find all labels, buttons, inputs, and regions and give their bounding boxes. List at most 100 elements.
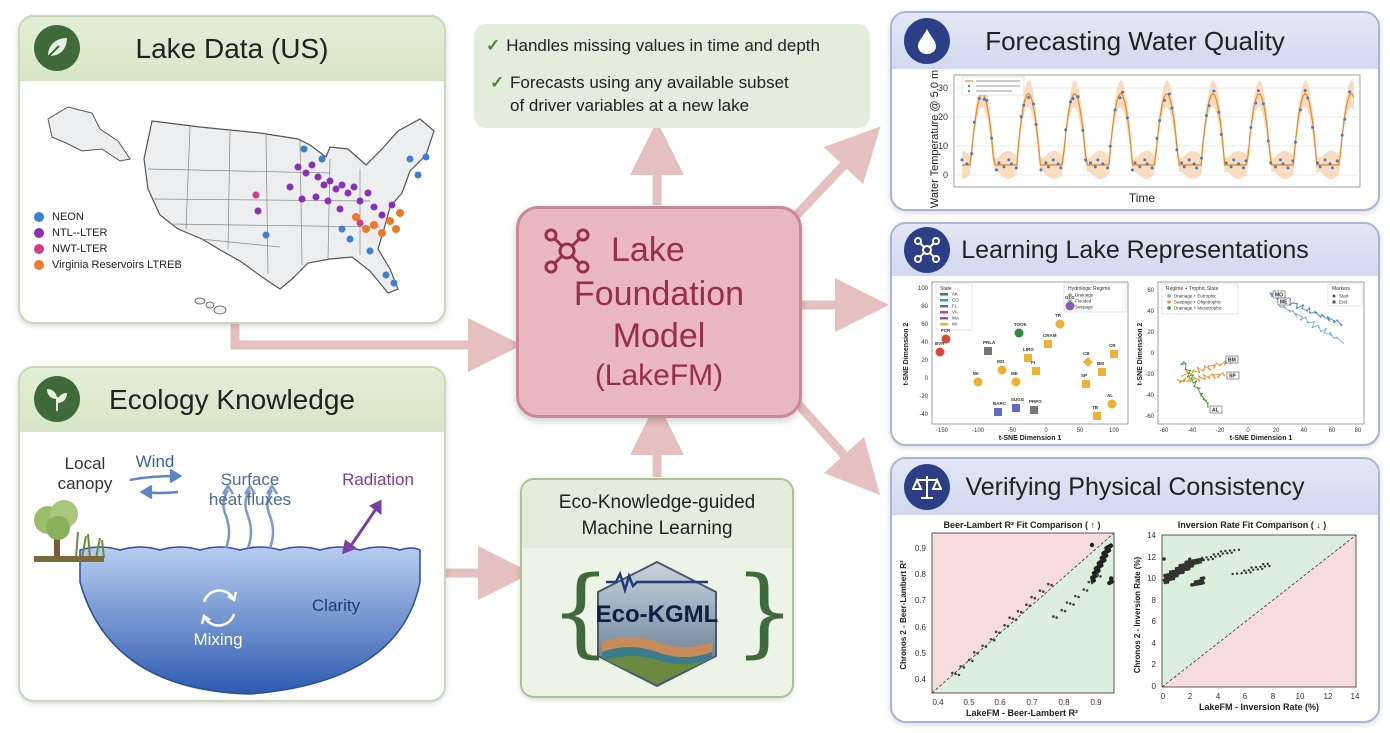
forecast-point	[1286, 166, 1290, 170]
bl-point	[1063, 609, 1067, 613]
tsne-trajectory-point	[1335, 336, 1338, 339]
tsne-right-legend-title: Regime + Trophic State	[1166, 286, 1219, 292]
tsne-trajectory-point	[1208, 377, 1211, 380]
tsne-trajectory-point	[1219, 363, 1222, 366]
inv-point	[1193, 580, 1198, 584]
tsne-trajectory-point	[1183, 361, 1185, 363]
forecast-point	[1121, 90, 1124, 94]
forecast-point	[1145, 162, 1149, 166]
representations-title: Learning Lake Representations	[961, 235, 1309, 264]
inv-point	[1209, 555, 1213, 559]
bl-xtick: 0.9	[1090, 698, 1102, 707]
forecast-point	[1118, 96, 1122, 100]
tsne-trajectory-point	[1192, 376, 1195, 379]
forecast-point	[1084, 158, 1087, 162]
tsne-trajectory-point	[1177, 379, 1179, 381]
forecast-point	[1180, 161, 1184, 165]
inv-point	[1228, 549, 1232, 552]
forecast-point	[1323, 158, 1327, 162]
forecast-point	[1229, 165, 1233, 169]
tsne-trajectory-point	[1315, 311, 1318, 314]
representations-panel: Learning Lake Representations 100 80 60 …	[890, 222, 1380, 446]
tsne-left-point-label: LIRO	[1023, 347, 1034, 352]
inv-point	[1262, 563, 1265, 566]
forecast-xlabel: Time	[1129, 191, 1156, 205]
lakefm-line1: Lake	[611, 231, 685, 269]
forecast-point	[1034, 123, 1038, 126]
tsne-trajectory-point	[1333, 320, 1335, 322]
tsne-left-point-label: PRLA	[983, 340, 996, 345]
inv-point	[1259, 565, 1262, 568]
forecast-point	[1143, 158, 1147, 162]
bl-scatter	[931, 532, 1115, 694]
tsne-trajectory-point	[1333, 321, 1335, 324]
us-map	[47, 106, 435, 315]
tsne-trajectory-point	[1320, 313, 1323, 316]
tsne-trajectory-point	[1200, 394, 1202, 397]
tsne-left-regime-legend	[1063, 283, 1127, 313]
forecast-point	[1069, 100, 1073, 104]
tsne-trajectory-point	[1205, 399, 1207, 402]
tsne-trajectory-point	[1336, 319, 1339, 322]
bl-point	[981, 644, 984, 648]
tsne-left-point-label: FI	[1031, 360, 1035, 365]
tsne-trajectory-point	[1192, 381, 1195, 384]
inv-ytick: 0	[1152, 682, 1157, 691]
forecast-header: Forecasting Water Quality	[892, 13, 1378, 69]
check-icon: ✓	[490, 73, 505, 92]
bl-point	[1107, 580, 1112, 586]
tsne-trajectory-point	[1223, 374, 1226, 377]
forecast-point	[1019, 115, 1023, 119]
inv-point	[1256, 568, 1259, 571]
tsne-trajectory-point	[1302, 304, 1305, 307]
bl-point	[1096, 561, 1101, 566]
inv-xtick: 4	[1216, 692, 1221, 701]
tsne-left-point-label: GLG	[1065, 295, 1075, 300]
forecast-mean-line	[962, 92, 1355, 166]
tsne-left-xtick: 50	[1077, 428, 1084, 434]
tsne-right-legend-item: Drainage + Mesotrophic	[1174, 306, 1223, 311]
bl-point	[1028, 604, 1031, 607]
tsne-trajectory-point	[1190, 373, 1192, 376]
bl-ytick: 0.7	[915, 596, 927, 605]
tsne-left-point	[1030, 406, 1038, 414]
tsne-trajectory-point	[1185, 368, 1188, 371]
heat-flux-arrows	[221, 483, 279, 549]
tsne-trajectory-point	[1213, 367, 1216, 369]
tsne-left-point-label: MO	[997, 359, 1005, 364]
legend-item: NEON	[34, 211, 182, 223]
network-icon	[544, 228, 590, 274]
tsne-trajectory-point	[1182, 380, 1185, 383]
tsne-left-point	[1055, 319, 1065, 329]
forecast-point	[1266, 139, 1270, 143]
tsne-right-ytick: -40	[1145, 393, 1154, 399]
forecast-point	[1076, 95, 1080, 99]
tsne-right-legend	[1161, 283, 1239, 315]
inv-point	[1212, 553, 1215, 556]
wind-arrows	[129, 468, 183, 500]
tsne-left-legend-item: Flooded	[1075, 299, 1092, 304]
inv-point	[1226, 552, 1229, 555]
inv-point	[1230, 551, 1233, 554]
forecast-point	[1108, 144, 1112, 148]
tsne-left-legend-item: VA	[952, 310, 958, 315]
tsne-trajectory-point	[1198, 371, 1201, 374]
feature-text: Forecasts using any available subset	[510, 73, 789, 92]
tsne-left-point-label: BVR	[935, 341, 945, 346]
tsne-trajectory-point	[1206, 402, 1209, 405]
tsne-trajectory-point	[1221, 372, 1224, 374]
forecast-point	[970, 152, 974, 156]
bl-point	[1085, 589, 1089, 592]
tsne-left-point-label: CR	[1109, 343, 1116, 348]
bl-point	[989, 638, 993, 641]
forecast-point	[1293, 140, 1297, 144]
tsne-trajectory-point	[1299, 318, 1302, 321]
forecast-point	[1306, 96, 1310, 100]
tsne-right-ytick: 0	[1151, 351, 1155, 357]
forecast-point	[1059, 166, 1063, 170]
bl-xtick: 0.6	[994, 698, 1006, 707]
tsne-trajectory-point	[1215, 362, 1218, 365]
bl-point	[1104, 546, 1109, 551]
bl-point	[1087, 580, 1091, 584]
tsne-trajectory-point	[1218, 364, 1221, 367]
